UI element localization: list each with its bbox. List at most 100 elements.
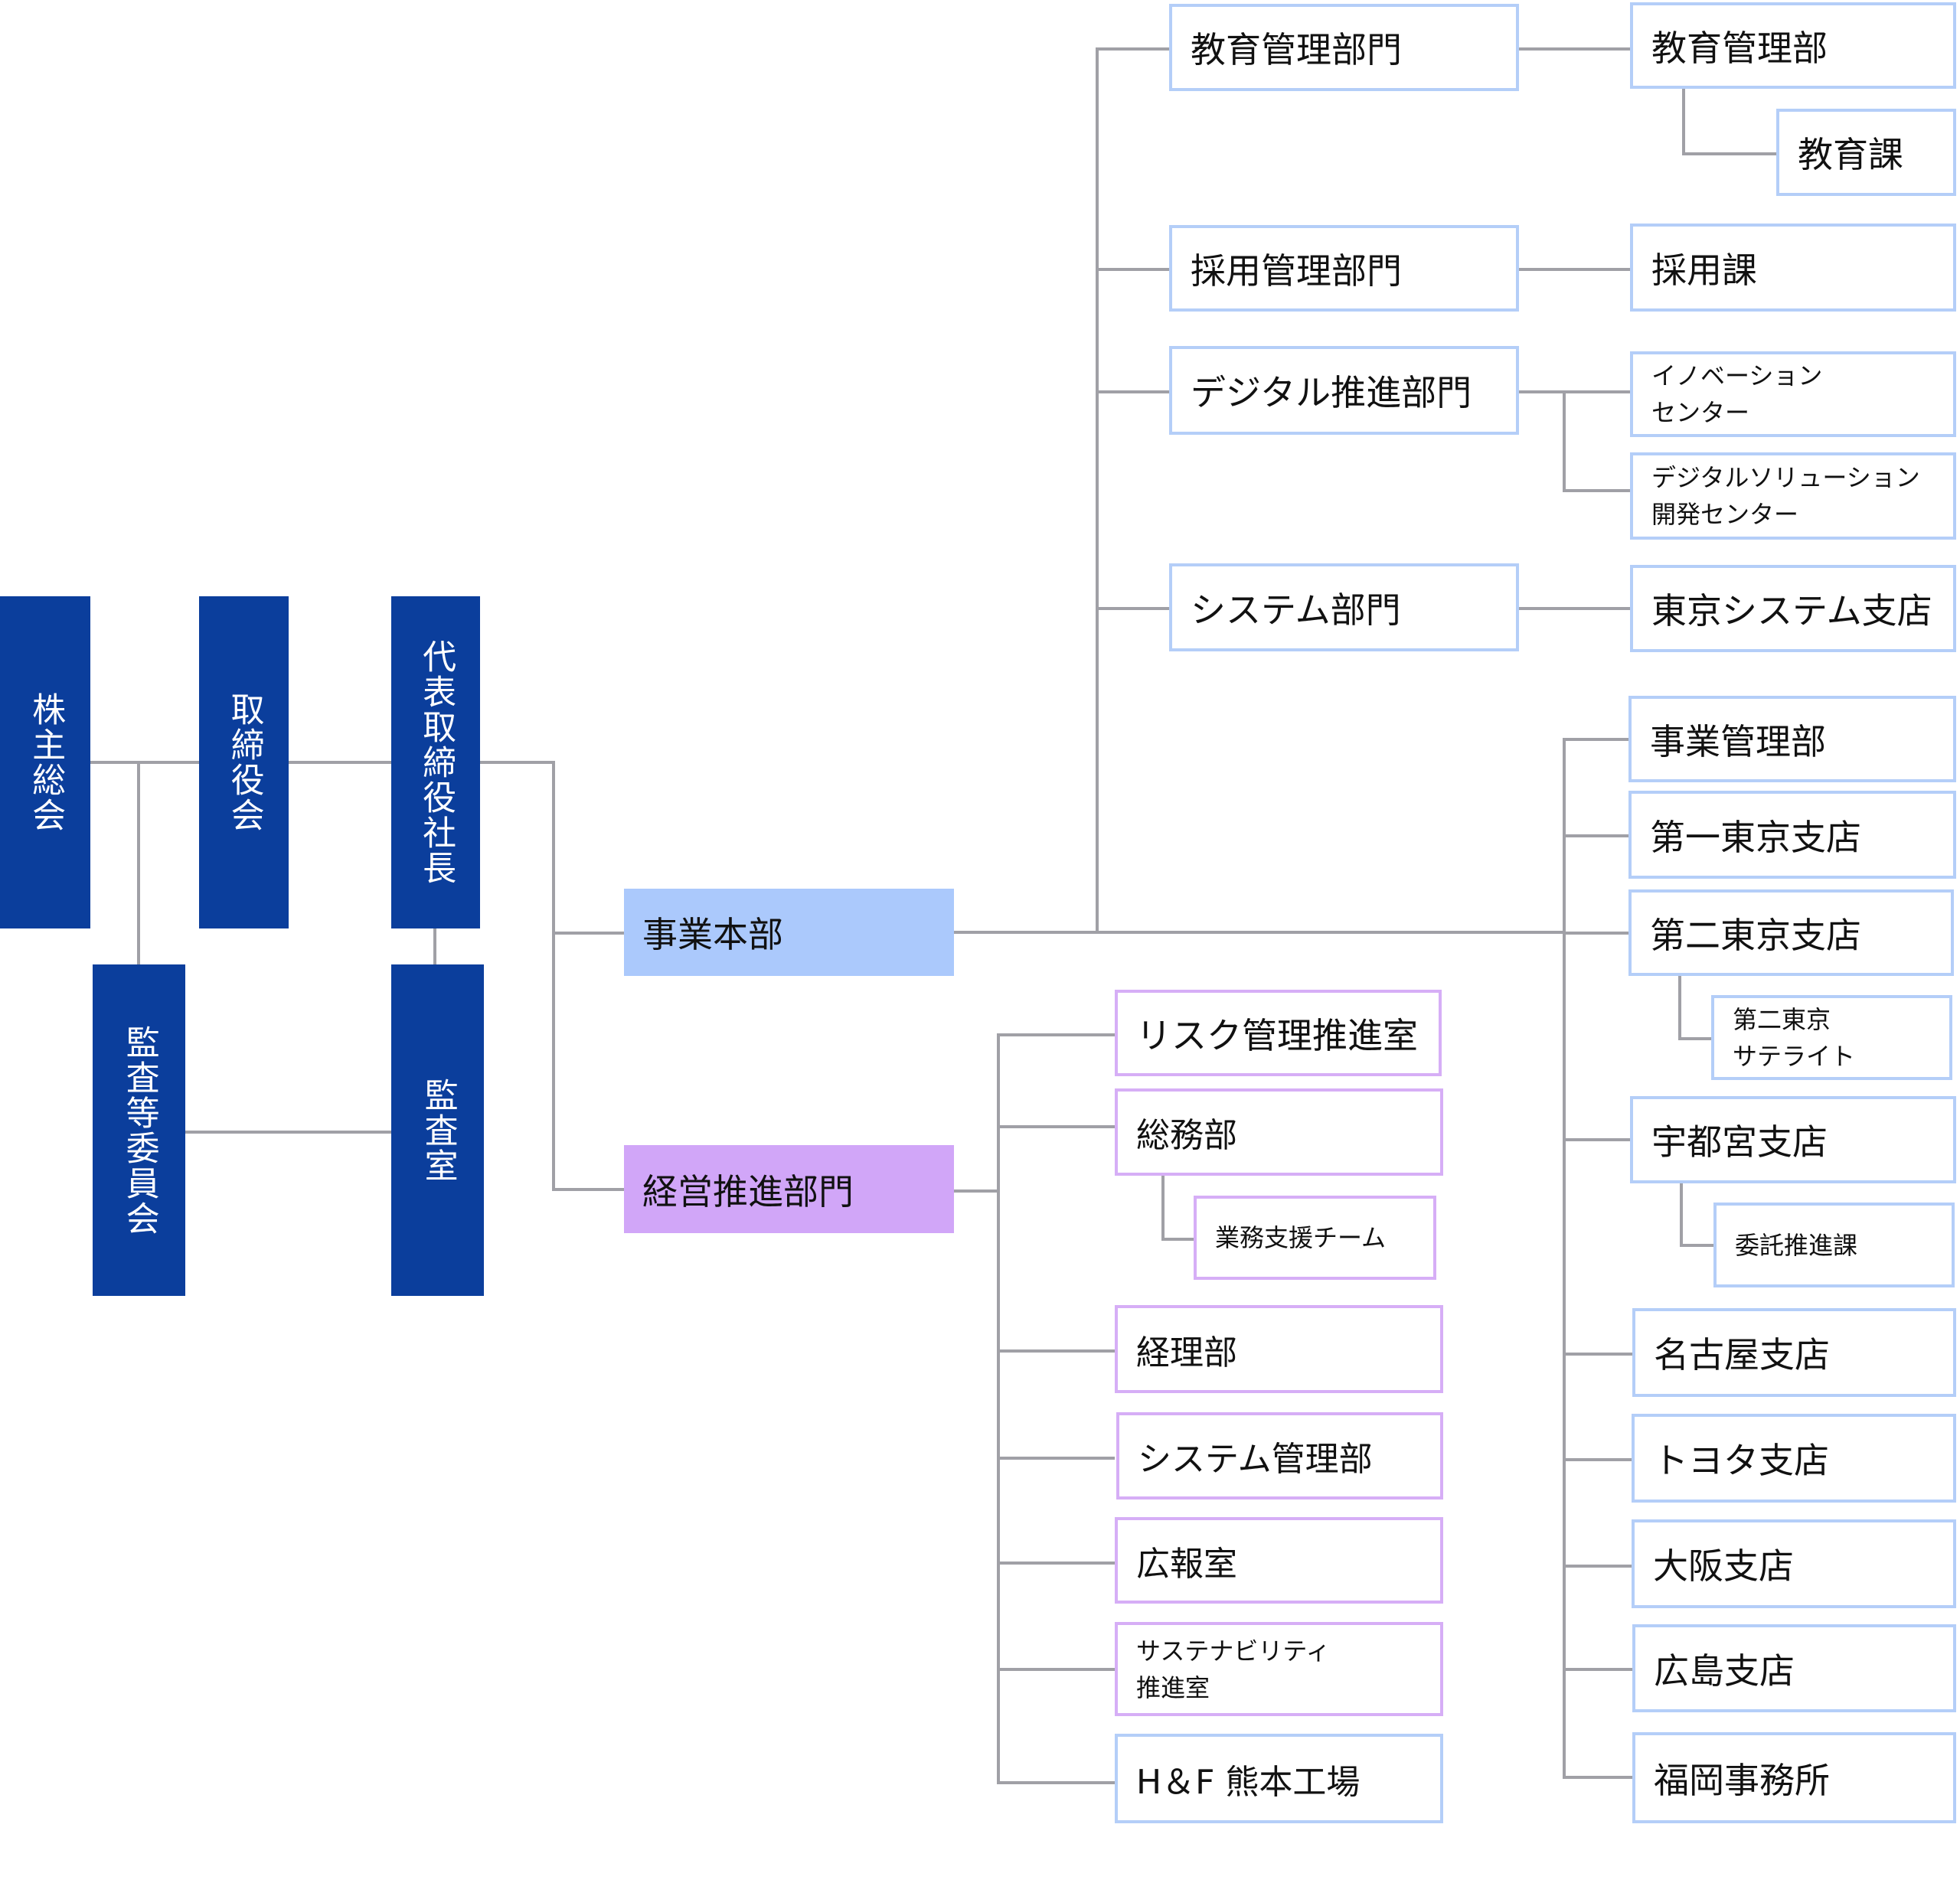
connector-audit-committee-audit-office — [185, 1131, 391, 1134]
connector-branch-9 — [1563, 1776, 1632, 1779]
connector-board-president — [289, 761, 391, 764]
node-education-management-div[interactable]: 教育管理部 — [1630, 2, 1956, 89]
connector-consign-v — [1680, 1183, 1683, 1247]
node-label: 監査室 — [418, 1077, 458, 1183]
node-digital-promotion-dept[interactable]: デジタル推進部門 — [1169, 346, 1519, 435]
node-business-division[interactable]: 事業本部 — [624, 889, 954, 976]
node-general-affairs-dept[interactable]: 総務部 — [1115, 1088, 1443, 1176]
connector-mgmt-1 — [997, 1033, 1115, 1036]
node-label: 経理部 — [1136, 1333, 1237, 1372]
node-fukuoka-office[interactable]: 福岡事務所 — [1632, 1732, 1956, 1823]
node-public-relations-office[interactable]: 広報室 — [1115, 1517, 1443, 1604]
node-label: 教育課 — [1798, 134, 1903, 175]
connector-business-main — [954, 931, 1564, 934]
connector-satellite-v — [1678, 976, 1681, 1040]
connector-branch-5 — [1563, 1353, 1632, 1356]
node-sustainability-office[interactable]: サステナビリティ 推進室 — [1115, 1622, 1443, 1716]
node-audit-office[interactable]: 監査室 — [391, 964, 484, 1296]
connector-dept-2 — [1096, 268, 1169, 271]
connector-digital-solution — [1563, 489, 1630, 492]
connector-branch-4 — [1563, 1138, 1630, 1141]
node-recruitment-section[interactable]: 採用課 — [1630, 224, 1956, 312]
node-osaka-branch[interactable]: 大阪支店 — [1632, 1519, 1956, 1608]
node-second-tokyo-satellite[interactable]: 第二東京 サテライト — [1711, 995, 1952, 1080]
connector-management-out — [954, 1189, 998, 1193]
node-label: 宇都宮支店 — [1651, 1121, 1828, 1163]
connector-mgmt-5 — [997, 1562, 1115, 1565]
connector-departments-trunk — [1096, 47, 1099, 931]
node-label: リスク管理推進室 — [1136, 1014, 1418, 1056]
connector-mgmt-7 — [997, 1781, 1115, 1784]
node-label: 採用管理部門 — [1191, 250, 1402, 292]
node-business-management-dept[interactable]: 事業管理部 — [1628, 696, 1956, 782]
node-kumamoto-factory[interactable]: H＆F 熊本工場 — [1115, 1734, 1443, 1823]
node-tokyo-system-branch[interactable]: 東京システム支店 — [1630, 565, 1956, 652]
node-board-of-directors[interactable]: 取締役会 — [199, 596, 289, 928]
node-label: 代表取締役社長 — [416, 639, 456, 886]
node-label: システム管理部 — [1138, 1440, 1373, 1479]
node-business-support-team[interactable]: 業務支援チーム — [1194, 1196, 1436, 1280]
connector-support-v — [1161, 1176, 1165, 1241]
node-audit-committee[interactable]: 監査等委員会 — [93, 964, 185, 1296]
node-label: 教育管理部 — [1651, 27, 1828, 69]
node-first-tokyo-branch[interactable]: 第一東京支店 — [1628, 791, 1956, 879]
connector-dept-3 — [1096, 390, 1169, 393]
connector-tokyo-system — [1519, 607, 1630, 610]
node-label: 第二東京支店 — [1650, 914, 1861, 956]
connector-president-audit-office — [433, 928, 436, 964]
connector-recruit-section — [1519, 268, 1630, 271]
connector-satellite-h — [1678, 1037, 1711, 1040]
node-label: 監査等委員会 — [119, 1024, 159, 1236]
node-label: 広島支店 — [1654, 1650, 1795, 1692]
node-nagoya-branch[interactable]: 名古屋支店 — [1632, 1308, 1956, 1397]
node-consignment-section[interactable]: 委託推進課 — [1713, 1203, 1955, 1287]
connector-shareholders-board — [90, 761, 199, 764]
node-management-division[interactable]: 経営推進部門 — [624, 1145, 954, 1233]
connector-support-h — [1161, 1238, 1194, 1241]
node-label: H＆F 熊本工場 — [1136, 1762, 1361, 1802]
connector-mgmt-4 — [997, 1457, 1115, 1460]
node-education-section[interactable]: 教育課 — [1776, 109, 1956, 196]
node-utsunomiya-branch[interactable]: 宇都宮支店 — [1630, 1096, 1956, 1183]
node-label: 教育管理部門 — [1191, 29, 1402, 70]
node-second-tokyo-branch[interactable]: 第二東京支店 — [1628, 889, 1954, 976]
node-system-dept[interactable]: システム部門 — [1169, 563, 1519, 651]
node-education-management-dept[interactable]: 教育管理部門 — [1169, 4, 1519, 91]
node-label: 委託推進課 — [1735, 1230, 1858, 1260]
connector-mgmt-3 — [997, 1349, 1115, 1353]
node-label: トヨタ支店 — [1653, 1440, 1829, 1481]
connector-to-audit-committee — [137, 761, 140, 964]
connector-branch-2 — [1563, 834, 1628, 837]
connector-president-trunk — [552, 761, 555, 1189]
node-label: 採用課 — [1651, 249, 1757, 291]
node-digital-solution-center[interactable]: デジタルソリューション 開発センター — [1630, 452, 1956, 540]
node-hiroshima-branch[interactable]: 広島支店 — [1632, 1624, 1956, 1712]
node-label: 東京システム支店 — [1651, 590, 1932, 631]
node-risk-management-office[interactable]: リスク管理推進室 — [1115, 990, 1442, 1076]
node-innovation-center[interactable]: イノベーション センター — [1630, 351, 1956, 437]
connector-edu-dept — [1519, 47, 1630, 51]
node-label: 事業管理部 — [1650, 720, 1826, 762]
node-label: システム部門 — [1191, 589, 1401, 631]
node-label: 総務部 — [1136, 1116, 1237, 1155]
node-shareholders-meeting[interactable]: 株主総会 — [0, 596, 90, 928]
node-toyota-branch[interactable]: トヨタ支店 — [1632, 1414, 1956, 1503]
connector-branch-6 — [1563, 1458, 1632, 1461]
connector-president-out — [480, 761, 555, 764]
node-label: 福岡事務所 — [1654, 1759, 1830, 1801]
node-system-management-dept[interactable]: システム管理部 — [1116, 1412, 1443, 1500]
connector-branch-7 — [1563, 1565, 1632, 1568]
connector-dept-1 — [1096, 47, 1169, 51]
connector-to-management-division — [552, 1188, 624, 1191]
node-recruitment-management-dept[interactable]: 採用管理部門 — [1169, 225, 1519, 312]
node-accounting-dept[interactable]: 経理部 — [1115, 1305, 1443, 1393]
connector-mgmt-6 — [997, 1668, 1115, 1671]
connector-branch-1 — [1563, 738, 1628, 741]
node-label: 名古屋支店 — [1654, 1334, 1830, 1375]
connector-edu-section-h — [1682, 152, 1776, 155]
connector-branch-8 — [1563, 1668, 1632, 1671]
connector-consign-h — [1680, 1244, 1713, 1247]
connector-branch-3 — [1563, 932, 1628, 935]
node-label: 広報室 — [1136, 1544, 1237, 1584]
node-president[interactable]: 代表取締役社長 — [391, 596, 480, 928]
